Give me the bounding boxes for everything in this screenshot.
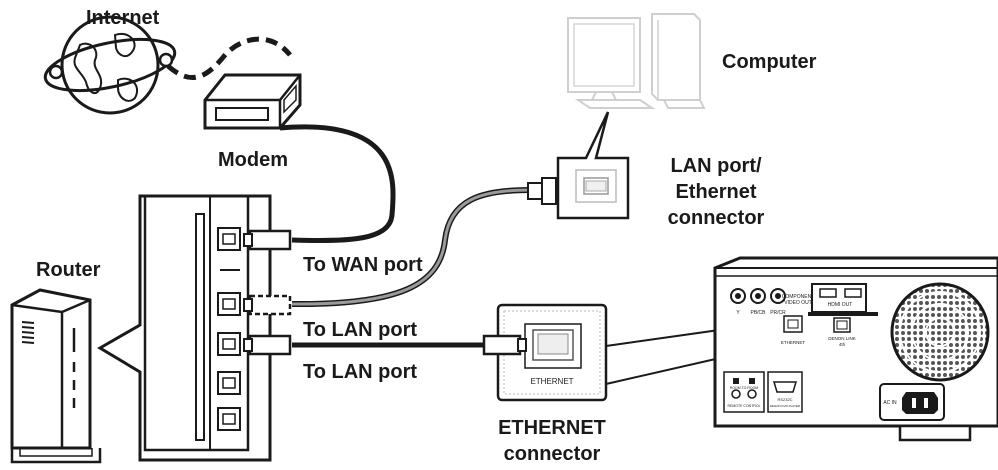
pb-cb-label: PB/CB	[750, 310, 766, 316]
router-icon	[10, 288, 102, 464]
remote-control-jacks: ROOM TO ROOM REMOTE CONTROL	[723, 371, 765, 413]
hdmi-out-label: HDMI OUT	[828, 302, 853, 308]
computer-lan-port-inset	[527, 111, 630, 220]
internet-label: Internet	[86, 7, 160, 29]
modem-label: Modem	[218, 149, 288, 171]
rs232c-label-2: DENON DVD PLAYER	[770, 404, 801, 408]
lan-port-label-1: LAN port/	[670, 155, 762, 177]
ethernet-connector-label-1: ETHERNET	[498, 417, 606, 439]
internet-dashed-cable	[166, 36, 292, 80]
rear-ethernet-label: ETHERNET	[781, 340, 806, 345]
lan-port-label-3: connector	[667, 207, 765, 229]
ethernet-connector-label-2: connector	[503, 443, 601, 465]
y-label: Y	[736, 310, 740, 316]
wan-plug	[243, 229, 292, 251]
to-lan-port-label-1: To LAN port	[303, 319, 418, 341]
rear-ethernet-port: ETHERNET	[781, 315, 806, 345]
player-rear-panel: Y PB/CB PR/CR COMPONENT VIDEO OUT HDMI O…	[713, 256, 998, 442]
pr-cr-label: PR/CR	[770, 310, 786, 316]
denon-link-label-1: DENON LINK	[828, 336, 856, 341]
router-label: Router	[36, 259, 101, 281]
remote-control-label: REMOTE CONTROL	[727, 404, 760, 408]
ethernet-connector-inset: ETHERNET	[482, 303, 608, 402]
ethernet-inset-label: ETHERNET	[530, 377, 573, 386]
component-label-1: COMPONENT	[782, 294, 815, 300]
to-lan-port-label-2: To LAN port	[303, 361, 418, 383]
rs232c-port: RS232C DENON DVD PLAYER	[767, 371, 803, 413]
router-lan-port-2	[217, 332, 241, 356]
router-lan-port-3	[217, 371, 241, 395]
computer-label: Computer	[722, 51, 817, 73]
modem-icon	[203, 73, 302, 130]
component-label-2: VIDEO OUT	[784, 300, 812, 306]
globe-icon	[43, 15, 177, 115]
router-lan-port-4	[217, 407, 241, 431]
wan-cable	[279, 124, 396, 244]
router-wan-port	[217, 227, 241, 251]
lan-plug-2	[243, 334, 292, 356]
computer-icon	[567, 13, 706, 109]
hdmi-out-port: HDMI OUT	[808, 283, 878, 316]
lan-port-label-2: Ethernet	[675, 181, 757, 203]
to-wan-port-label: To WAN port	[303, 254, 423, 276]
denon-link-label-2: 4th	[839, 342, 846, 347]
lan-plug-1	[243, 294, 292, 316]
room-to-room-label: ROOM TO ROOM	[730, 386, 759, 390]
denon-link-port: DENON LINK 4th	[828, 317, 856, 347]
rs232c-label-1: RS232C	[777, 397, 792, 402]
ac-in-label: AC IN	[883, 400, 897, 406]
router-back-panel-inset	[97, 194, 292, 462]
ac-in-socket: AC IN	[879, 383, 945, 421]
component-video-jacks: Y PB/CB PR/CR COMPONENT VIDEO OUT	[730, 288, 815, 316]
router-lan-port-1	[217, 292, 241, 316]
fan-grill	[890, 282, 990, 382]
